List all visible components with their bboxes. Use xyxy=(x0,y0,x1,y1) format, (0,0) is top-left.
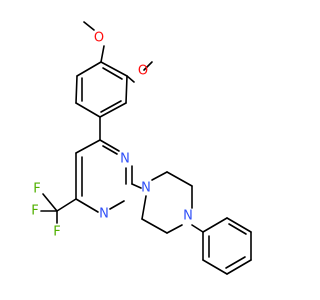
bond-o-top-ring xyxy=(100,45,105,63)
bond-ar1-4 xyxy=(75,102,101,118)
bond-ar1-inner-2 xyxy=(100,100,122,113)
bond-pip-1 xyxy=(151,171,168,181)
bond-pyr-1 xyxy=(99,139,120,152)
bond-o-right-ring xyxy=(126,75,135,83)
atom-f-top: F xyxy=(33,182,40,197)
bond-ph-5 xyxy=(202,259,228,275)
bond-pip-6 xyxy=(141,195,147,220)
bond-pyr-3 xyxy=(109,200,125,210)
atom-n-piperazine-1: N xyxy=(141,181,151,196)
bond-pip-4 xyxy=(166,224,183,234)
chemical-structure-diagram: O O N N N N F F F xyxy=(31,21,252,275)
bond-piperazine-phenyl xyxy=(191,224,204,233)
bond-pip-5 xyxy=(141,218,168,234)
bond-pyr-4 xyxy=(75,198,99,213)
atom-o-top: O xyxy=(94,31,104,46)
bond-ar1-3 xyxy=(99,102,127,118)
atom-n-pyrimidine-bottom: N xyxy=(99,207,109,222)
atom-labels: O O N N N N F F F xyxy=(31,31,193,240)
bond-pip-2 xyxy=(166,171,193,187)
bond-c-f-top xyxy=(42,193,58,212)
bond-o-right-methyl xyxy=(143,61,153,71)
bond-ph-2 xyxy=(226,217,252,233)
atom-n-piperazine-4: N xyxy=(183,209,193,224)
bond-pyr-6 xyxy=(75,139,101,154)
bond-ar1-1 xyxy=(100,61,128,77)
bond-ring-cf3 xyxy=(56,198,77,212)
bond-methyl-o-top xyxy=(83,21,95,31)
bond-ar1-6 xyxy=(76,61,102,77)
bond-ph-inner-1 xyxy=(228,223,247,235)
bond-ar1-inner-1 xyxy=(102,67,123,80)
atom-f-bottom: F xyxy=(53,225,60,240)
bond-ph-1 xyxy=(202,217,228,233)
bond-ph-inner-2 xyxy=(225,256,246,269)
atom-f-left: F xyxy=(31,204,38,219)
bond-ar1-2 xyxy=(125,75,128,104)
bond-ph-4 xyxy=(226,259,252,275)
atom-n-pyrimidine-top: N xyxy=(120,152,130,167)
bond-pyr-inner-1 xyxy=(102,145,118,155)
bond-pyr-c2-piperazine xyxy=(131,183,142,189)
bonds xyxy=(40,21,252,275)
bond-ar1-5 xyxy=(75,75,78,104)
atom-o-right: O xyxy=(138,64,148,79)
